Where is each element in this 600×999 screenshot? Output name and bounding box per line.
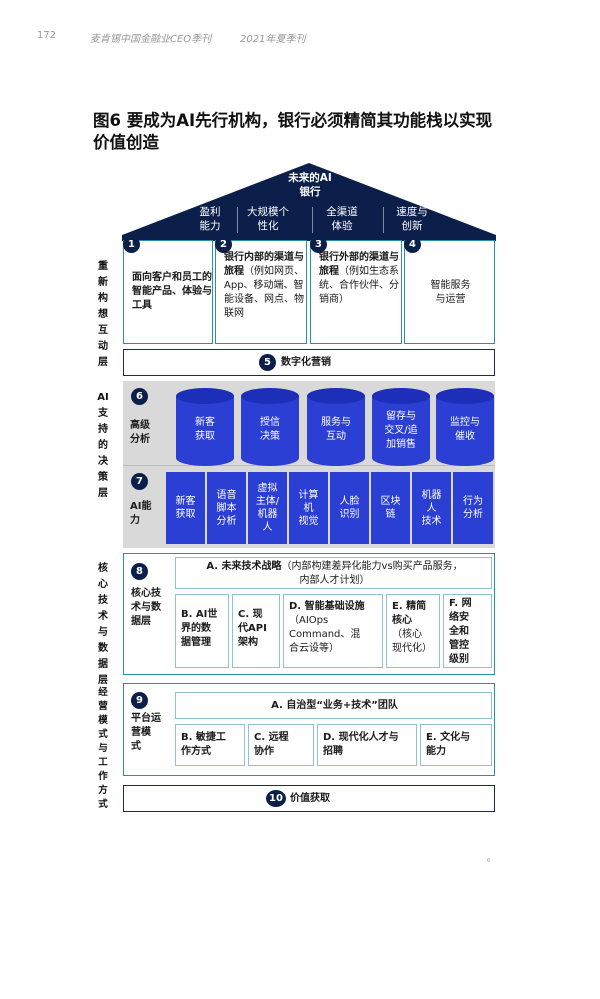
autonomous-team-box: A. 自治型“业务+技术”团队: [175, 692, 492, 719]
tech-strategy-rest: （内部构建差异化能力vs购买产品服务， 内部人才计划）: [281, 561, 463, 586]
number-badge: 3: [310, 236, 327, 253]
core-item-d-rest: （AIOps Command、混 合云设等）: [289, 615, 361, 654]
card-4-text: 智能服务 与运营: [430, 280, 471, 305]
cylinder-5: [436, 388, 494, 466]
roof-title: 未来的AI: [288, 172, 332, 184]
ai-capability-7: 机器 人 技术: [412, 472, 451, 544]
card-3-bold: 银行外部的渠道与旅程: [319, 252, 399, 277]
number-badge: 9: [131, 692, 148, 709]
engagement-card-1: 1 面向客户和员工的智能产品、体验与工具: [123, 236, 213, 344]
operating-item-e-text: E. 文化与 能力: [426, 732, 471, 757]
footer-mark: 6: [487, 858, 491, 864]
analytics-item-4: 留存与 交叉/追 加销售: [384, 411, 418, 450]
side-label-engagement: 重 新 构 想 互 动 层: [98, 261, 108, 368]
publication-name: 麦肯锡中国金融业CEO季刊: [90, 34, 212, 45]
operating-item-b: B. 敏捷工 作方式: [175, 724, 245, 766]
tech-strategy-box: A. 未来技术战略（内部构建差异化能力vs购买产品服务， 内部人才计划）: [175, 557, 492, 589]
number-badge: 1: [123, 236, 140, 253]
pillar-profitability: 盈利 能力: [199, 206, 221, 232]
engagement-card-3: 3 银行外部的渠道与旅程（例如生态系统、合作伙伴、分销商）: [310, 236, 402, 344]
ai-capability-3: 虚拟 主体/ 机器 人: [248, 472, 287, 544]
engagement-card-4: 4 智能服务 与运营: [404, 236, 495, 344]
pillar-omnichannel: 全渠道 体验: [326, 206, 358, 232]
autonomous-team-text: A. 自治型“业务+技术”团队: [271, 700, 398, 711]
card-1-text: 面向客户和员工的智能产品、体验与工具: [132, 272, 212, 311]
digital-marketing-label: 数字化营销: [281, 357, 331, 368]
analytics-item-1: 新客 获取: [195, 417, 215, 442]
roof-subtitle: 银行: [299, 186, 321, 198]
cylinder-4: [372, 388, 430, 466]
core-item-c: C. 现 代API 架构: [232, 594, 280, 668]
core-item-d-text: D. 智能基础设施 （AIOps Command、混 合云设等）: [289, 600, 382, 656]
side-label-operating: 经 营 模 式 与 工 作 方 式: [98, 687, 108, 810]
ai-capability-1: 新客 获取: [166, 472, 205, 544]
engagement-card-2: 2 银行内部的渠道与旅程（例如网页、App、移动端、智能设备、网点、物联网: [215, 236, 307, 344]
roof-pillars: 盈利 能力 大规模个 性化 全渠道 体验 速度与 创新: [175, 205, 455, 237]
card-3-rest: （例如生态系统、合作伙伴、分销商）: [319, 266, 399, 305]
advanced-analytics-label: 高级 分析: [130, 420, 150, 445]
tech-strategy-text: A. 未来技术战略（内部构建差异化能力vs购买产品服务， 内部人才计划）: [178, 560, 491, 588]
cylinder-1: [176, 388, 234, 466]
core-item-f-text: F. 网 络安 全和 管控 级别: [449, 598, 472, 665]
figure-title-line1: 图6 要成为AI先行机构，银行必须精简其功能栈以实现: [93, 111, 493, 130]
card-2-bold: 银行内部的渠道与旅程: [224, 252, 304, 277]
core-item-e: E. 精简 核心 （核心 现代化）: [386, 594, 440, 668]
issue-label: 2021年夏季刊: [240, 34, 306, 45]
digital-marketing-bar: 5 数字化营销: [123, 349, 495, 376]
core-item-b-text: B. AI世 界的数 据管理: [181, 609, 218, 648]
core-item-c-text: C. 现 代API 架构: [238, 609, 267, 648]
operating-model-label: 平台运 营模 式: [131, 713, 161, 752]
ai-capability-4: 计算 机 视觉: [289, 472, 328, 544]
card-3-text: 银行外部的渠道与旅程（例如生态系统、合作伙伴、分销商）: [319, 251, 401, 307]
ai-capability-8: 行为 分析: [453, 472, 493, 544]
core-item-f: F. 网 络安 全和 管控 级别: [443, 594, 492, 668]
operating-item-c-text: C. 远程 协作: [254, 732, 289, 757]
operating-item-e: E. 文化与 能力: [420, 724, 492, 766]
ai-capability-5: 人脸 识别: [330, 472, 369, 544]
core-item-e-bold: E. 精简 核心: [392, 601, 427, 626]
card-2-text: 银行内部的渠道与旅程（例如网页、App、移动端、智能设备、网点、物联网: [224, 251, 306, 321]
analytics-item-5: 监控与 催收: [450, 417, 480, 442]
figure-title: 图6 要成为AI先行机构，银行必须精简其功能栈以实现 价值创造: [93, 110, 513, 154]
roof-shape: [122, 163, 496, 241]
core-item-d-bold: D. 智能基础设施: [289, 601, 365, 612]
cylinder-2: [241, 388, 299, 466]
pillar-speed-innovation: 速度与 创新: [396, 206, 428, 232]
operating-item-c: C. 远程 协作: [248, 724, 314, 766]
core-item-b: B. AI世 界的数 据管理: [175, 594, 229, 668]
value-capture-bar: 10 价值获取: [123, 785, 495, 812]
card-2-rest: （例如网页、App、移动端、智能设备、网点、物联网: [224, 266, 304, 319]
figure-title-line2: 价值创造: [93, 133, 159, 152]
number-badge: 6: [131, 388, 148, 405]
number-badge: 8: [131, 563, 148, 580]
number-badge: 2: [215, 236, 232, 253]
value-capture-label: 价值获取: [290, 793, 330, 804]
tech-strategy-bold: A. 未来技术战略: [206, 561, 282, 572]
side-label-decisioning: AI 支 持 的 决 策 层: [97, 392, 109, 499]
number-badge: 4: [404, 236, 421, 253]
analytics-item-3: 服务与 互动: [321, 417, 351, 442]
core-tech-label: 核心技 术与数 据层: [131, 588, 161, 627]
number-badge: 10: [266, 790, 286, 807]
cylinder-3: [307, 388, 365, 466]
operating-item-d-text: D. 现代化人才与 招聘: [323, 732, 399, 757]
core-item-e-rest: （核心 现代化）: [392, 629, 432, 654]
core-item-d: D. 智能基础设施 （AIOps Command、混 合云设等）: [283, 594, 383, 668]
number-badge: 7: [131, 473, 148, 490]
core-item-e-text: E. 精简 核心 （核心 现代化）: [392, 600, 440, 656]
side-label-core-tech: 核 心 技 术 与 数 据 层: [98, 563, 108, 686]
decision-layer-divider: [123, 465, 495, 466]
operating-item-b-text: B. 敏捷工 作方式: [181, 732, 226, 757]
ai-capability-2: 语音 脚本 分析: [207, 472, 246, 544]
number-badge: 5: [259, 354, 276, 371]
ai-capabilities-label: AI能 力: [130, 501, 152, 526]
pillar-personalization: 大规模个 性化: [247, 206, 289, 232]
page-number: 172: [37, 30, 57, 41]
analytics-item-2: 授信 决策: [260, 417, 280, 442]
operating-item-d: D. 现代化人才与 招聘: [317, 724, 417, 766]
ai-capability-6: 区块 链: [371, 472, 410, 544]
